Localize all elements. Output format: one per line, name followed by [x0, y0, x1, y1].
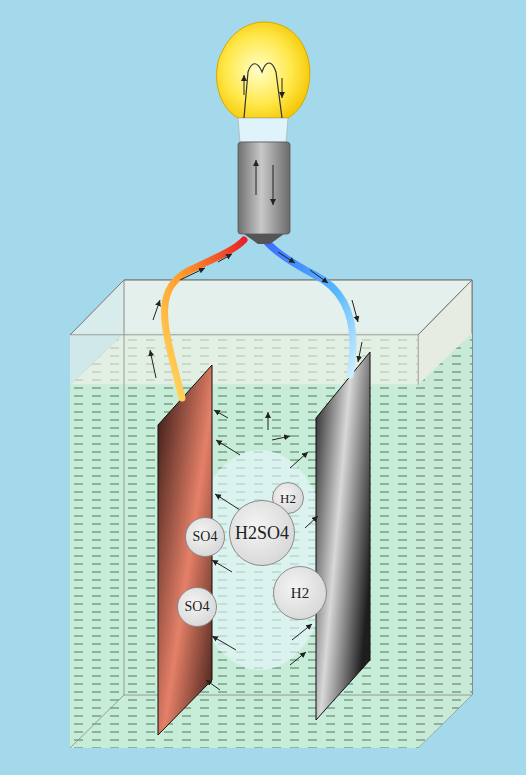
ion-label: H2 [291, 586, 309, 601]
ion-label: SO4 [193, 530, 218, 544]
ion-label: H2 [280, 492, 296, 505]
sulfate-ion: SO4 [185, 517, 225, 557]
ion-label: H2SO4 [235, 524, 289, 542]
acid-molecule: H2SO4 [229, 500, 295, 566]
sulfate-ion: SO4 [177, 587, 217, 627]
ion-label: SO4 [185, 600, 210, 614]
hydrogen-bubble: H2 [273, 566, 327, 620]
